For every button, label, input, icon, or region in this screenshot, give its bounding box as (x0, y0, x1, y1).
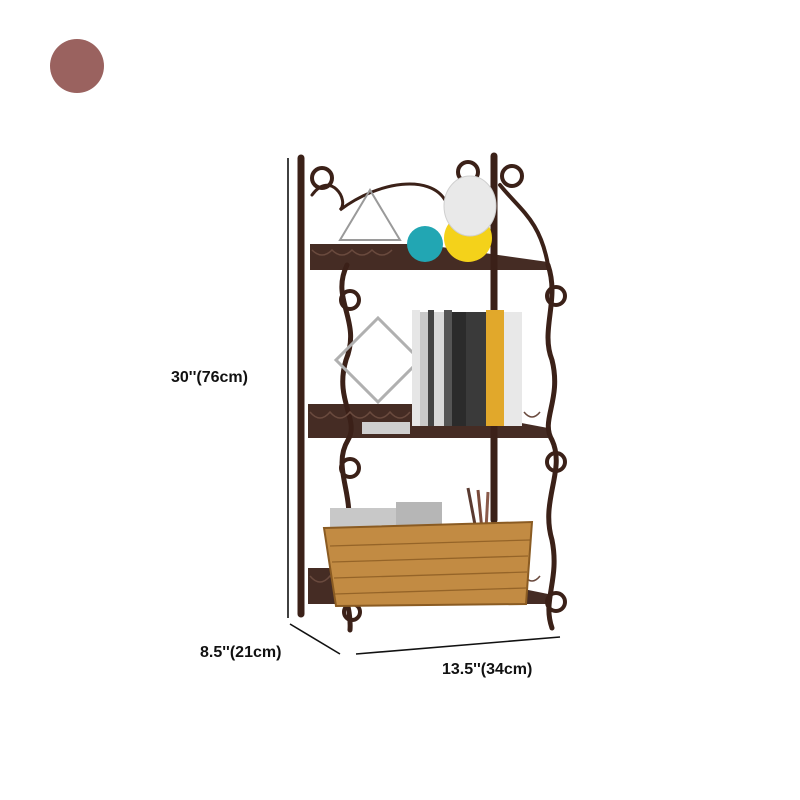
middle-shelf-decor (333, 310, 522, 434)
depth-dimension-label: 8.5''(21cm) (200, 644, 282, 661)
width-dimension-line (355, 636, 561, 655)
top-shelf-decor (338, 175, 497, 262)
width-dimension-label: 13.5''(34cm) (442, 661, 533, 678)
shelf-apron-pattern (309, 248, 541, 583)
shelf-icon (297, 152, 567, 633)
color-swatch[interactable] (50, 39, 104, 93)
depth-dimension-line (289, 623, 341, 655)
dimension-lines (287, 158, 561, 655)
height-dimension-label: 30''(76cm) (171, 369, 248, 386)
books (412, 310, 522, 426)
basket-icon (322, 487, 534, 608)
